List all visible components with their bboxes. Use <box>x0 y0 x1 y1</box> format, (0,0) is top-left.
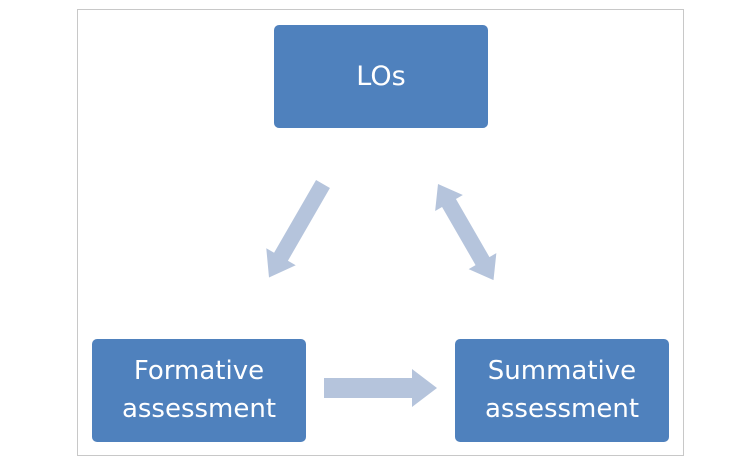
node-formative-label-line2: assessment <box>121 393 277 424</box>
node-summative-assessment: Summative assessment <box>455 339 669 442</box>
node-summative-label-line2: assessment <box>484 393 640 424</box>
node-summative-label-line1: Summative <box>487 355 637 386</box>
node-los-label: LOs <box>356 61 406 92</box>
arrow-los-summative-bidirectional <box>435 184 497 281</box>
arrow-formative-to-summative <box>324 369 437 407</box>
node-formative-label-line1: Formative <box>133 355 265 386</box>
arrow-los-to-formative <box>266 180 330 278</box>
node-formative-assessment: Formative assessment <box>92 339 306 442</box>
node-los: LOs <box>274 25 488 128</box>
